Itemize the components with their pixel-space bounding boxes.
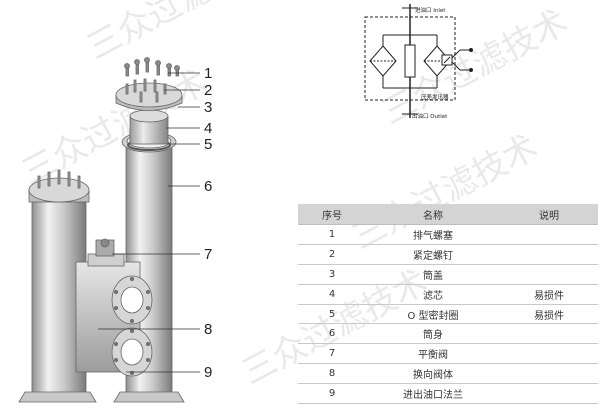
table-row: 1 排气螺塞 [298, 224, 598, 245]
hydraulic-schematic [364, 4, 473, 118]
row-note [500, 244, 598, 265]
outlet-label: 出油口 Outlet [412, 112, 448, 120]
callout-6: 6 [204, 178, 212, 195]
changeover-valve-symbol [404, 44, 416, 78]
indicator-wire-lower [451, 61, 470, 71]
filter-element-top [129, 109, 169, 123]
row-note [500, 323, 598, 345]
indicator-diagonal [443, 56, 451, 64]
header-note: 说明 [500, 204, 598, 225]
row-note [500, 383, 598, 405]
table-row: 9 进出油口法兰 [298, 383, 598, 405]
table-header-row: 序号 名称 说明 [298, 204, 598, 225]
row-number: 6 [298, 323, 366, 345]
left-foot [18, 391, 97, 403]
header-number: 序号 [298, 204, 366, 225]
left-filter-symbol [369, 45, 397, 77]
row-number: 2 [298, 244, 366, 265]
row-name: 滤芯 [366, 284, 500, 305]
watermark-text: 三众过滤技术 [80, 0, 279, 68]
table-row: 8 换向阀体 [298, 363, 598, 385]
inlet-label: 进油口 Inlet [415, 6, 446, 14]
leader-lines [98, 72, 200, 373]
balance-valve-knob [100, 238, 110, 248]
parts-table: 序号 名称 说明 1 排气螺塞 2 紧定螺钉 3 筒盖 4 滤芯 易损件 5 O… [298, 204, 598, 405]
table-row: 3 筒盖 [298, 264, 598, 285]
row-note [500, 264, 598, 285]
row-number: 5 [298, 304, 366, 325]
callout-numbers: 1 2 3 4 5 6 7 8 9 [204, 65, 212, 381]
row-note: 易损件 [500, 304, 598, 325]
row-name: 平衡阀 [366, 343, 500, 365]
row-name: 筒身 [366, 323, 500, 345]
contact-terminal [469, 68, 473, 72]
row-number: 1 [298, 224, 366, 245]
row-number: 3 [298, 264, 366, 285]
filter-illustration [18, 57, 185, 403]
callout-4: 4 [204, 120, 212, 137]
cover-bolts [125, 78, 167, 103]
exploded-bolts [124, 57, 180, 77]
left-cover-bolts [37, 169, 81, 189]
row-name: 换向阀体 [366, 363, 500, 385]
watermark-text: 三众过滤技术 [15, 62, 214, 193]
table-row: 7 平衡阀 [298, 343, 598, 365]
row-note [500, 363, 598, 385]
callout-9: 9 [204, 364, 212, 381]
header-name: 名称 [366, 204, 500, 225]
row-number: 9 [298, 383, 366, 405]
row-note [500, 343, 598, 365]
row-note [500, 224, 598, 245]
row-name: 进出油口法兰 [366, 383, 500, 405]
callout-7: 7 [204, 246, 212, 263]
contact-terminal [469, 48, 473, 52]
table-row: 2 紧定螺钉 [298, 244, 598, 265]
indicator-wire-upper [451, 49, 470, 59]
row-number: 4 [298, 284, 366, 305]
callout-8: 8 [204, 321, 212, 338]
row-number: 8 [298, 363, 366, 385]
row-name: 排气螺塞 [366, 224, 500, 245]
callout-3: 3 [204, 99, 212, 116]
flange-bolts [114, 276, 150, 375]
inlet-flange-bore [120, 286, 144, 314]
table-row: 4 滤芯 易损件 [298, 284, 598, 305]
row-number: 7 [298, 343, 366, 365]
row-name: 筒盖 [366, 264, 500, 285]
table-row: 6 筒身 [298, 323, 598, 345]
row-note: 易损件 [500, 284, 598, 305]
indicator-label: 压差发讯器 [421, 93, 449, 101]
callout-1: 1 [204, 65, 212, 82]
table-row: 5 O 型密封圈 易损件 [298, 304, 598, 325]
callout-5: 5 [204, 136, 212, 153]
row-name: 紧定螺钉 [366, 244, 500, 265]
callout-2: 2 [204, 82, 212, 99]
row-name: O 型密封圈 [366, 304, 500, 325]
outlet-flange-bore [120, 338, 144, 366]
right-foot [113, 391, 185, 403]
